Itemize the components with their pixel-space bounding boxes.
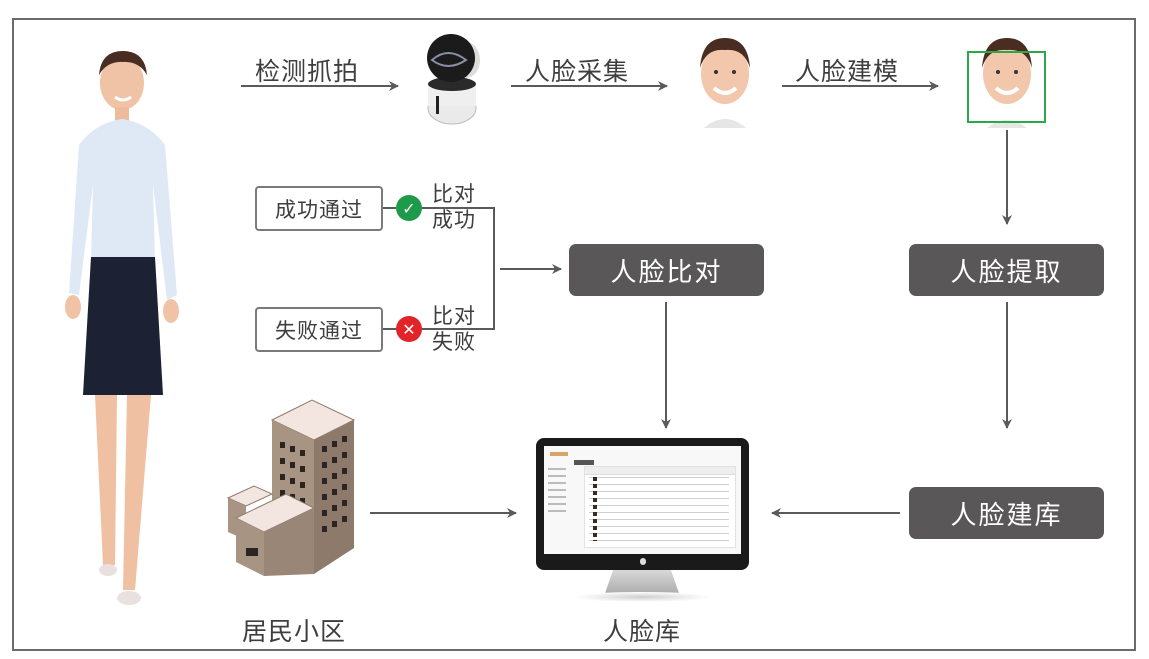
process-face-compare: 人脸比对 [569,244,764,296]
cross-icon: ✕ [396,316,422,342]
face-model-icon [967,38,1046,128]
face-detection-frame [967,51,1046,123]
monitor-shadow [572,592,712,602]
condition-failure-line1: 比对 [432,304,476,328]
face-library-monitor [536,438,749,570]
process-face-extract: 人脸提取 [909,244,1104,296]
apple-logo-icon [640,558,646,565]
condition-success-line2: 成功 [432,208,476,232]
flow-label-detect: 检测抓拍 [255,57,360,86]
condition-success-line1: 比对 [432,182,476,206]
outcome-success: 成功通过 [255,186,383,231]
community-label: 居民小区 [242,617,347,646]
outcome-failure: 失败通过 [255,307,383,352]
condition-success: 比对 成功 [432,181,476,233]
process-face-library-build: 人脸建库 [909,487,1104,539]
monitor-stand [604,570,680,596]
face-photo-icon [700,38,750,128]
condition-failure-line2: 失败 [432,330,476,354]
flow-label-collect: 人脸采集 [525,57,630,86]
check-icon: ✓ [396,195,422,221]
flow-label-model: 人脸建模 [795,57,900,86]
face-library-label: 人脸库 [603,617,682,646]
monitor-screen [544,446,741,554]
building-icon [226,399,356,576]
condition-failure: 比对 失败 [432,303,476,355]
bracket-line [422,207,495,330]
camera-icon [427,34,480,125]
person-illustration [65,51,179,605]
